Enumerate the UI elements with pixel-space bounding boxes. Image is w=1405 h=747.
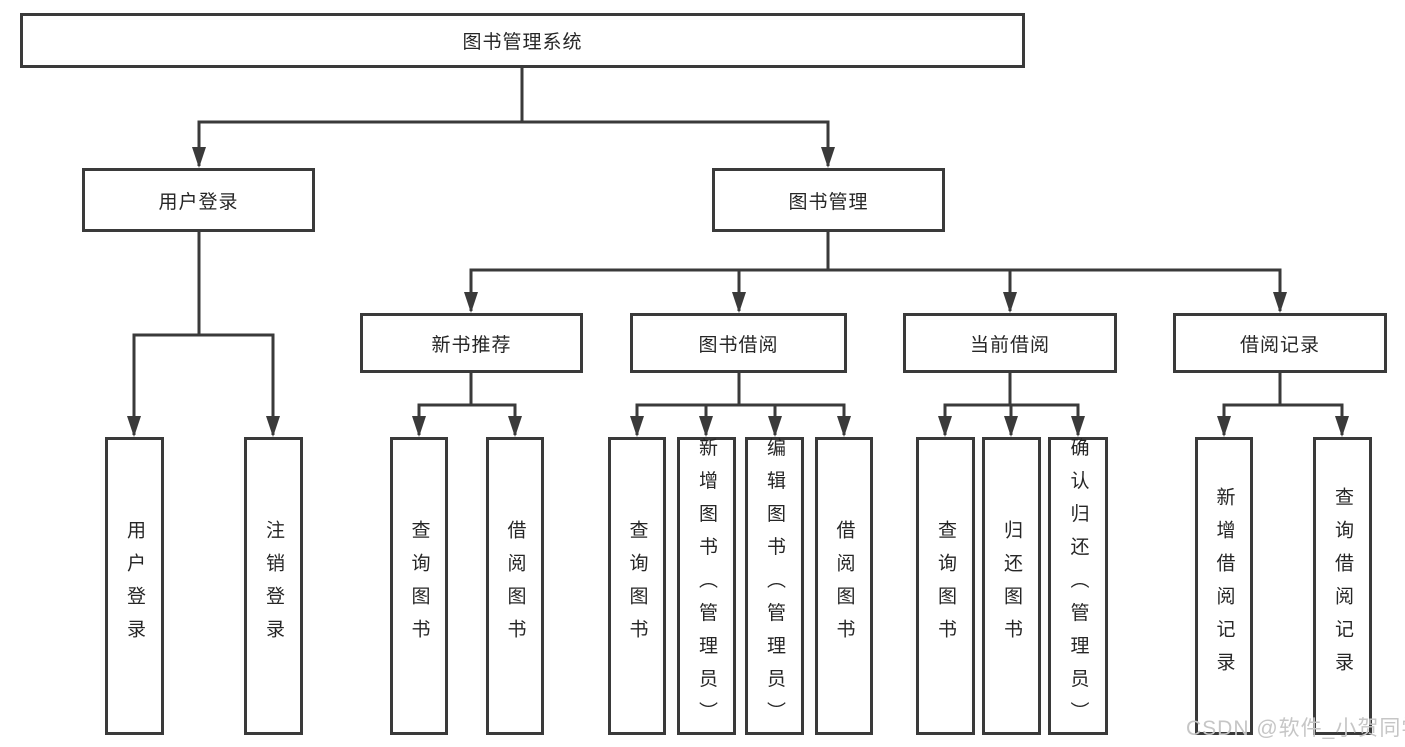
leaf-newbook-query-label: 查询图书 (408, 520, 430, 652)
leaf-newbook-borrow: 借阅图书 (486, 437, 544, 735)
leaf-current-return-label: 归还图书 (1001, 520, 1022, 652)
node-book-borrow: 图书借阅 (630, 313, 847, 373)
node-book-management-label: 图书管理 (788, 191, 869, 213)
leaf-borrow-query-label: 查询图书 (626, 520, 648, 652)
leaf-borrow-query: 查询图书 (608, 437, 666, 735)
node-new-book-recommend-label: 新书推荐 (431, 334, 512, 356)
leaf-record-query: 查询借阅记录 (1313, 437, 1372, 735)
leaf-borrow-edit-admin-label: 编辑图书（管理员） (764, 437, 785, 735)
node-user-login-label: 用户登录 (158, 191, 239, 213)
node-current-borrow: 当前借阅 (903, 313, 1117, 373)
leaf-record-query-label: 查询借阅记录 (1332, 487, 1353, 685)
leaf-record-add: 新增借阅记录 (1195, 437, 1253, 735)
leaf-record-add-label: 新增借阅记录 (1213, 487, 1235, 685)
csdn-watermark: CSDN @软件_小贺同学 (1186, 717, 1405, 740)
leaf-user-login: 用户登录 (105, 437, 164, 735)
node-root-label: 图书管理系统 (462, 32, 583, 53)
leaf-borrow-book: 借阅图书 (815, 437, 873, 735)
leaf-current-return: 归还图书 (982, 437, 1041, 735)
leaf-borrow-add-admin: 新增图书（管理员） (677, 437, 736, 735)
leaf-current-query-label: 查询图书 (935, 520, 956, 652)
leaf-logout: 注销登录 (244, 437, 303, 735)
node-book-management: 图书管理 (712, 168, 945, 232)
leaf-borrow-add-admin-label: 新增图书（管理员） (696, 437, 717, 735)
leaf-newbook-query: 查询图书 (390, 437, 448, 735)
node-borrow-record-label: 借阅记录 (1239, 334, 1320, 356)
arrowheads (127, 147, 1349, 437)
leaf-current-query: 查询图书 (916, 437, 975, 735)
leaf-newbook-borrow-label: 借阅图书 (504, 520, 526, 652)
node-current-borrow-label: 当前借阅 (969, 334, 1050, 356)
node-user-login: 用户登录 (82, 168, 315, 232)
leaf-borrow-edit-admin: 编辑图书（管理员） (745, 437, 804, 735)
leaf-logout-label: 注销登录 (263, 520, 284, 652)
leaf-user-login-label: 用户登录 (124, 520, 145, 652)
node-borrow-record: 借阅记录 (1173, 313, 1387, 373)
node-book-borrow-label: 图书借阅 (698, 334, 779, 356)
node-root: 图书管理系统 (20, 13, 1025, 68)
node-new-book-recommend: 新书推荐 (360, 313, 583, 373)
leaf-current-confirm-admin: 确认归还（管理员） (1048, 437, 1108, 735)
leaf-borrow-book-label: 借阅图书 (833, 520, 855, 652)
leaf-current-confirm-admin-label: 确认归还（管理员） (1067, 437, 1089, 735)
